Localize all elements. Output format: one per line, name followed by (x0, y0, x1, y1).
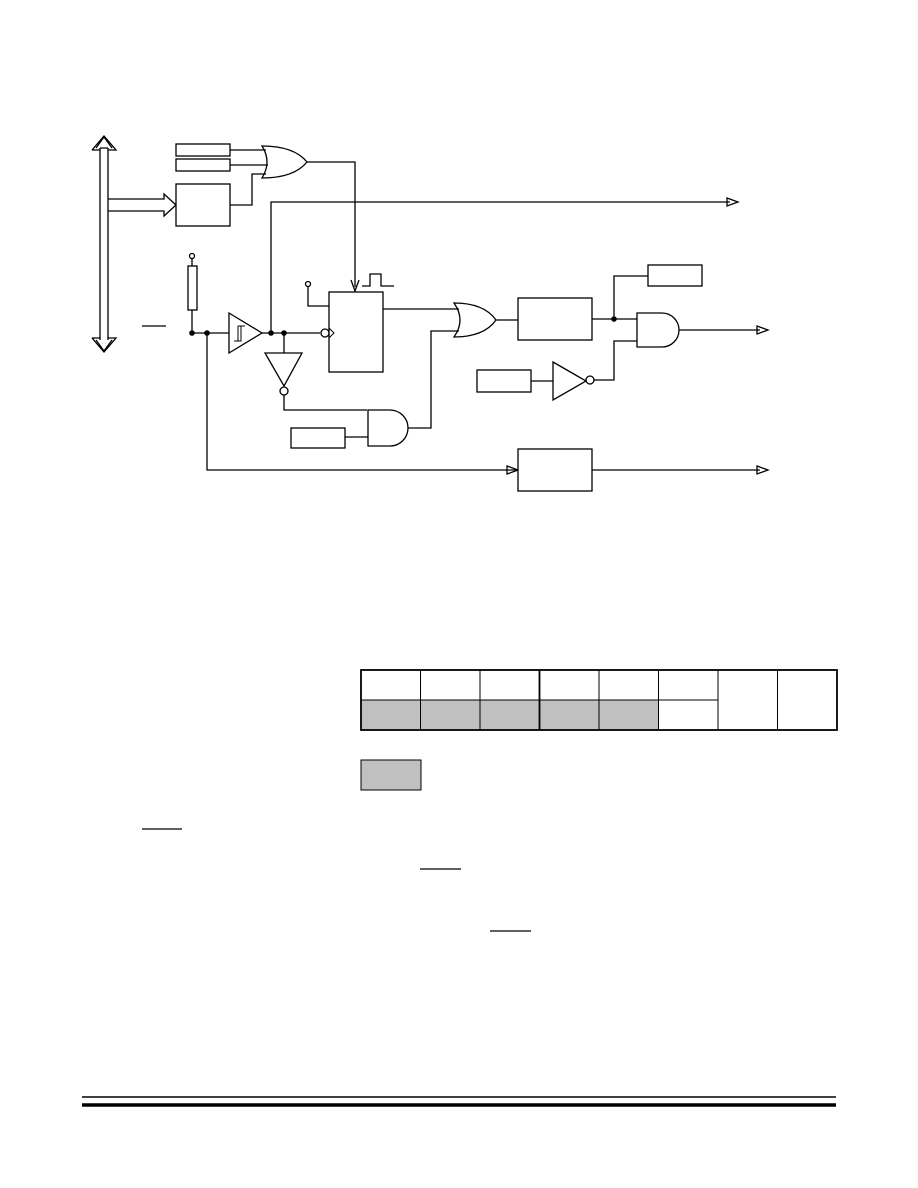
wire-top-output (270, 201, 730, 331)
flag-box (647, 264, 703, 287)
ff-set-terminal (304, 280, 312, 288)
or-gate-middle (452, 302, 497, 338)
data-latch-box (175, 183, 231, 227)
register-cell-1-1 (420, 699, 481, 731)
wire-inverter-and (594, 340, 637, 381)
register-cell-1-4 (598, 699, 659, 731)
register-cell-1-2 (479, 699, 540, 731)
schmitt-trigger-buffer (228, 311, 264, 355)
bus-branch-arrow-icon (108, 192, 177, 218)
or-gate-top (260, 145, 308, 179)
register-cell-0-6 (717, 669, 778, 731)
register-cell-0-1 (420, 669, 481, 701)
register-cell-1-5 (658, 699, 719, 731)
wire-latch-flagbox (613, 275, 648, 319)
schmitt-trigger-icon (234, 325, 245, 342)
ff-clock-notch-icon (328, 327, 335, 339)
control-bit-box-1 (175, 143, 231, 157)
wire-ff-set (307, 287, 329, 307)
register-cell-1-3 (539, 699, 600, 731)
inverter-down (263, 333, 367, 411)
register-cell-1-0 (360, 699, 421, 731)
schmitt-out-dot-1 (268, 330, 274, 336)
bottom-function-box (517, 448, 593, 492)
enable-bit-box (290, 427, 346, 449)
top-output-arrow-icon (726, 197, 740, 207)
register-cell-0-4 (598, 669, 659, 701)
wire-or-clock (307, 161, 356, 287)
register-table (360, 669, 838, 731)
mask-bit-box (476, 369, 532, 393)
wire-and-or (408, 330, 459, 429)
wire-latch-or (230, 173, 266, 206)
and-gate-lower (367, 409, 409, 447)
register-cell-0-7 (777, 669, 838, 731)
unimplemented-legend-key (360, 759, 422, 791)
clock-arrowhead-icon (350, 279, 360, 293)
inverter-right (552, 360, 595, 402)
register-table-border (360, 669, 838, 731)
register-cell-0-5 (658, 669, 719, 701)
pin-node-dot (189, 330, 195, 336)
pulse-waveform-icon (362, 273, 394, 287)
pull-up-resistor (187, 252, 198, 333)
bottom-path-arrow-icon (506, 465, 520, 475)
register-cell-0-2 (479, 669, 540, 701)
and-gate-output (636, 312, 680, 348)
bottom-output-arrow-icon (756, 465, 770, 475)
wire-bottom-path (206, 333, 518, 471)
control-bit-box-2 (175, 158, 231, 172)
register-cell-0-0 (360, 669, 421, 701)
register-cell-0-3 (539, 669, 600, 701)
and-output-arrow-icon (756, 325, 770, 335)
data-bus-arrow-icon (91, 135, 118, 353)
output-latch-box (517, 297, 593, 341)
flip-flop (320, 291, 384, 373)
